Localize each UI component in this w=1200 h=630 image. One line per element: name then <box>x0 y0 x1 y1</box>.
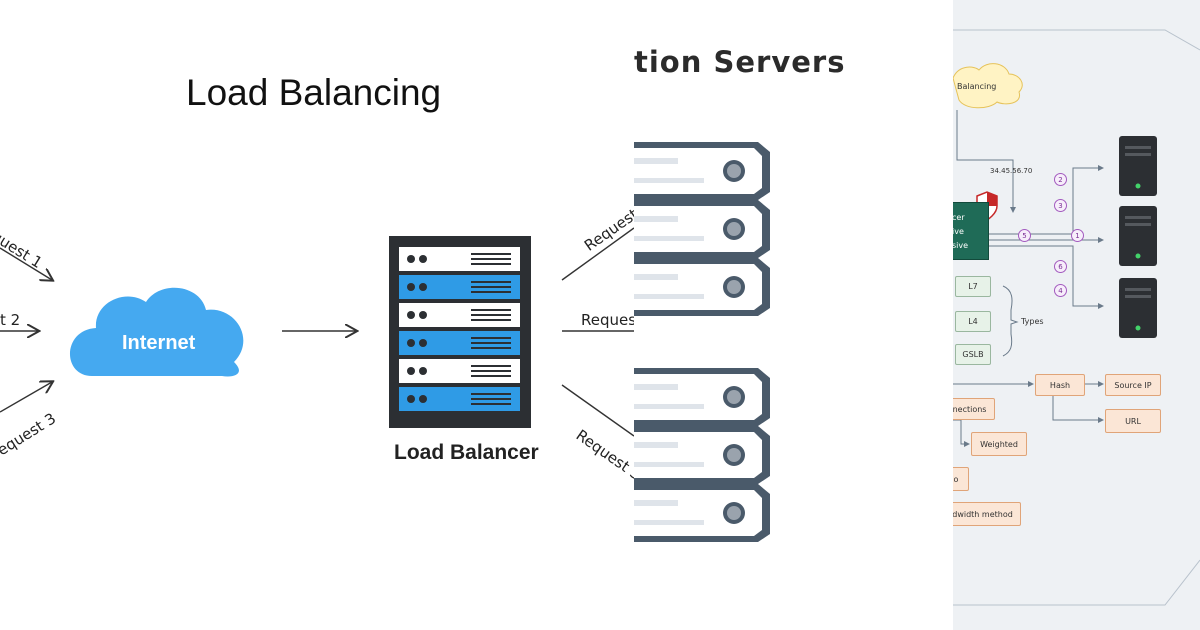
server-unit-5 <box>634 426 770 484</box>
internet-cloud-icon <box>69 287 244 377</box>
step-badge: 2 <box>1054 173 1067 186</box>
algo-round-robin: o <box>953 467 969 491</box>
algo-url: URL <box>1105 409 1161 433</box>
balancer-row <box>399 387 520 411</box>
detail-server-3 <box>1119 278 1157 338</box>
type-gslb: GSLB <box>955 344 991 365</box>
incoming-request-label-2: t 2 <box>0 311 21 329</box>
step-badge: 1 <box>1071 229 1084 242</box>
detail-server-2 <box>1119 206 1157 266</box>
algo-source-ip: Source IP <box>1105 374 1161 396</box>
server-stacks <box>634 142 770 542</box>
server-unit-1 <box>634 142 770 200</box>
balancer-rows <box>399 247 520 411</box>
balancer-row <box>399 331 520 355</box>
step-badge: 6 <box>1054 260 1067 273</box>
balancer-row <box>399 247 520 271</box>
cloud-label: Balancing <box>957 82 997 91</box>
internet-label: Internet <box>122 332 196 354</box>
balancer-row <box>399 275 520 299</box>
servers-title: tion Servers <box>634 45 846 79</box>
outgoing-line-1 <box>561 227 634 281</box>
load-balancing-diagram: Load Balancing <box>0 72 653 484</box>
outgoing-line-3 <box>561 384 634 437</box>
lb-detail-canvas <box>953 29 1200 606</box>
lb-box-line: ive <box>953 227 964 236</box>
outgoing-request-label-2: Request <box>581 311 642 329</box>
type-l4: L4 <box>955 311 991 332</box>
type-l7: L7 <box>955 276 991 297</box>
server-unit-2 <box>634 200 770 258</box>
step-badge: 4 <box>1054 284 1067 297</box>
lb-box: cer ive sive <box>953 202 989 260</box>
algo-weighted: Weighted <box>971 432 1027 456</box>
types-label: Types <box>1021 317 1044 326</box>
step-badge: 5 <box>1018 229 1031 242</box>
lb-box-line: cer <box>953 213 965 222</box>
balancing-cloud-icon <box>953 63 1023 109</box>
step-badge: 3 <box>1054 199 1067 212</box>
lb-detail-panel: Balancing 34.45.56.70 cer ive sive 2 3 5… <box>953 0 1200 630</box>
load-balancer-label: Load Balancer <box>394 441 539 464</box>
lb-box-line: sive <box>953 241 969 250</box>
ip-address: 34.45.56.70 <box>990 167 1033 175</box>
algo-bandwidth: ndwidth method <box>953 502 1021 526</box>
incoming-arrow-1 <box>0 247 52 280</box>
balancer-row <box>399 303 520 327</box>
servers-panel: tion Servers <box>634 0 953 630</box>
balancer-row <box>399 359 520 383</box>
server-unit-3 <box>634 258 770 316</box>
diagram-canvas <box>0 227 634 437</box>
algo-hash: Hash <box>1035 374 1085 396</box>
server-unit-6 <box>634 484 770 542</box>
diagram-title: Load Balancing <box>186 72 442 113</box>
server-unit-4 <box>634 368 770 426</box>
incoming-arrow-3 <box>0 382 52 413</box>
algo-least-connections: nnections <box>953 398 995 420</box>
detail-server-1 <box>1119 136 1157 196</box>
